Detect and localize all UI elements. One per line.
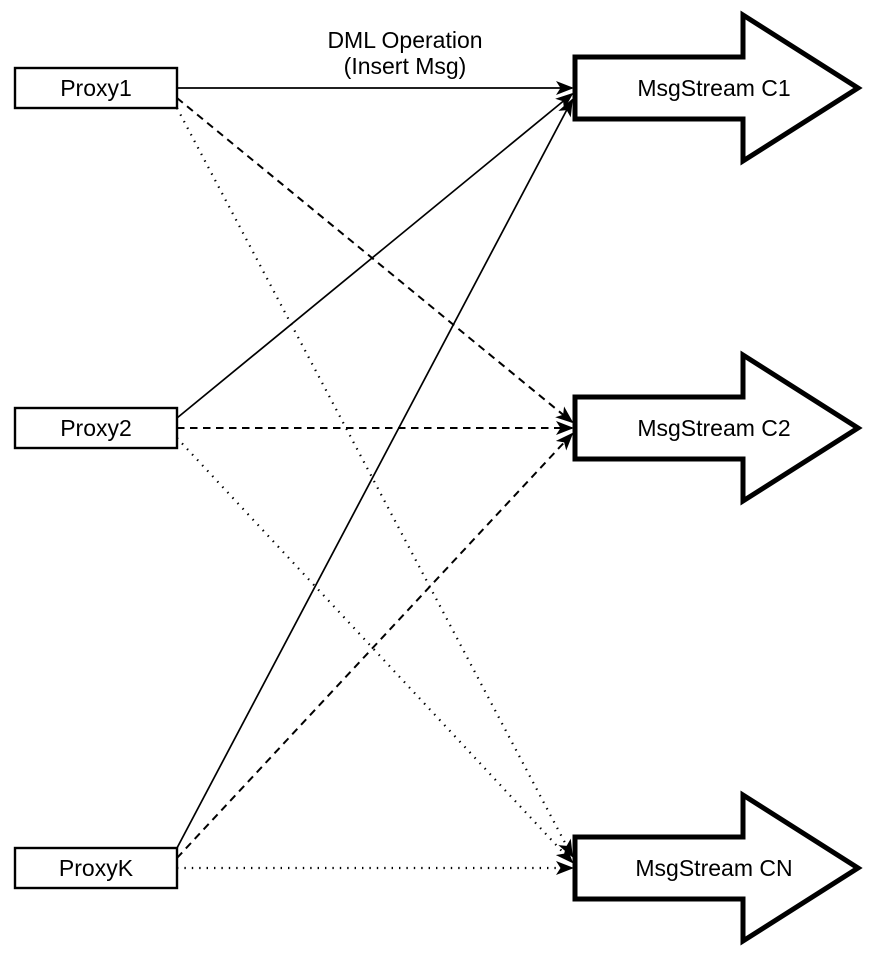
stream-arrow-c1	[572, 10, 863, 166]
proxy-node-proxy1: Proxy1	[13, 66, 179, 110]
diagram-title-line2: (Insert Msg)	[344, 53, 467, 79]
edge-proxy1-c2	[176, 97, 574, 424]
edge-proxy2-c1	[176, 92, 574, 419]
stream-nodes: MsgStream C1 MsgStream C2 MsgStream CN	[572, 10, 863, 946]
stream-arrow-cn	[572, 790, 863, 946]
diagram-title: DML Operation (Insert Msg)	[327, 27, 482, 79]
stream-node-c2: MsgStream C2	[572, 350, 863, 506]
stream-label-cn: MsgStream CN	[635, 855, 792, 881]
stream-node-c1: MsgStream C1	[572, 10, 863, 166]
edge-proxy2-cn	[176, 437, 574, 864]
edge-proxyk-c2	[176, 432, 574, 859]
proxy-label-proxy1: Proxy1	[60, 75, 132, 101]
proxy-label-proxyk: ProxyK	[59, 855, 134, 881]
proxy-box-proxy1	[13, 66, 179, 110]
proxy-node-proxy2: Proxy2	[13, 406, 179, 450]
edges-layer	[176, 81, 574, 875]
stream-label-c1: MsgStream C1	[637, 75, 790, 101]
stream-node-cn: MsgStream CN	[572, 790, 863, 946]
edge-proxyk-c1	[176, 98, 573, 849]
diagram-title-line1: DML Operation	[327, 27, 482, 53]
stream-arrow-c2	[572, 350, 863, 506]
proxy-label-proxy2: Proxy2	[60, 415, 132, 441]
edge-proxy1-cn	[176, 107, 573, 858]
stream-label-c2: MsgStream C2	[637, 415, 790, 441]
proxy-node-proxyk: ProxyK	[13, 846, 179, 890]
proxy-nodes: Proxy1 Proxy2 ProxyK	[13, 66, 179, 890]
